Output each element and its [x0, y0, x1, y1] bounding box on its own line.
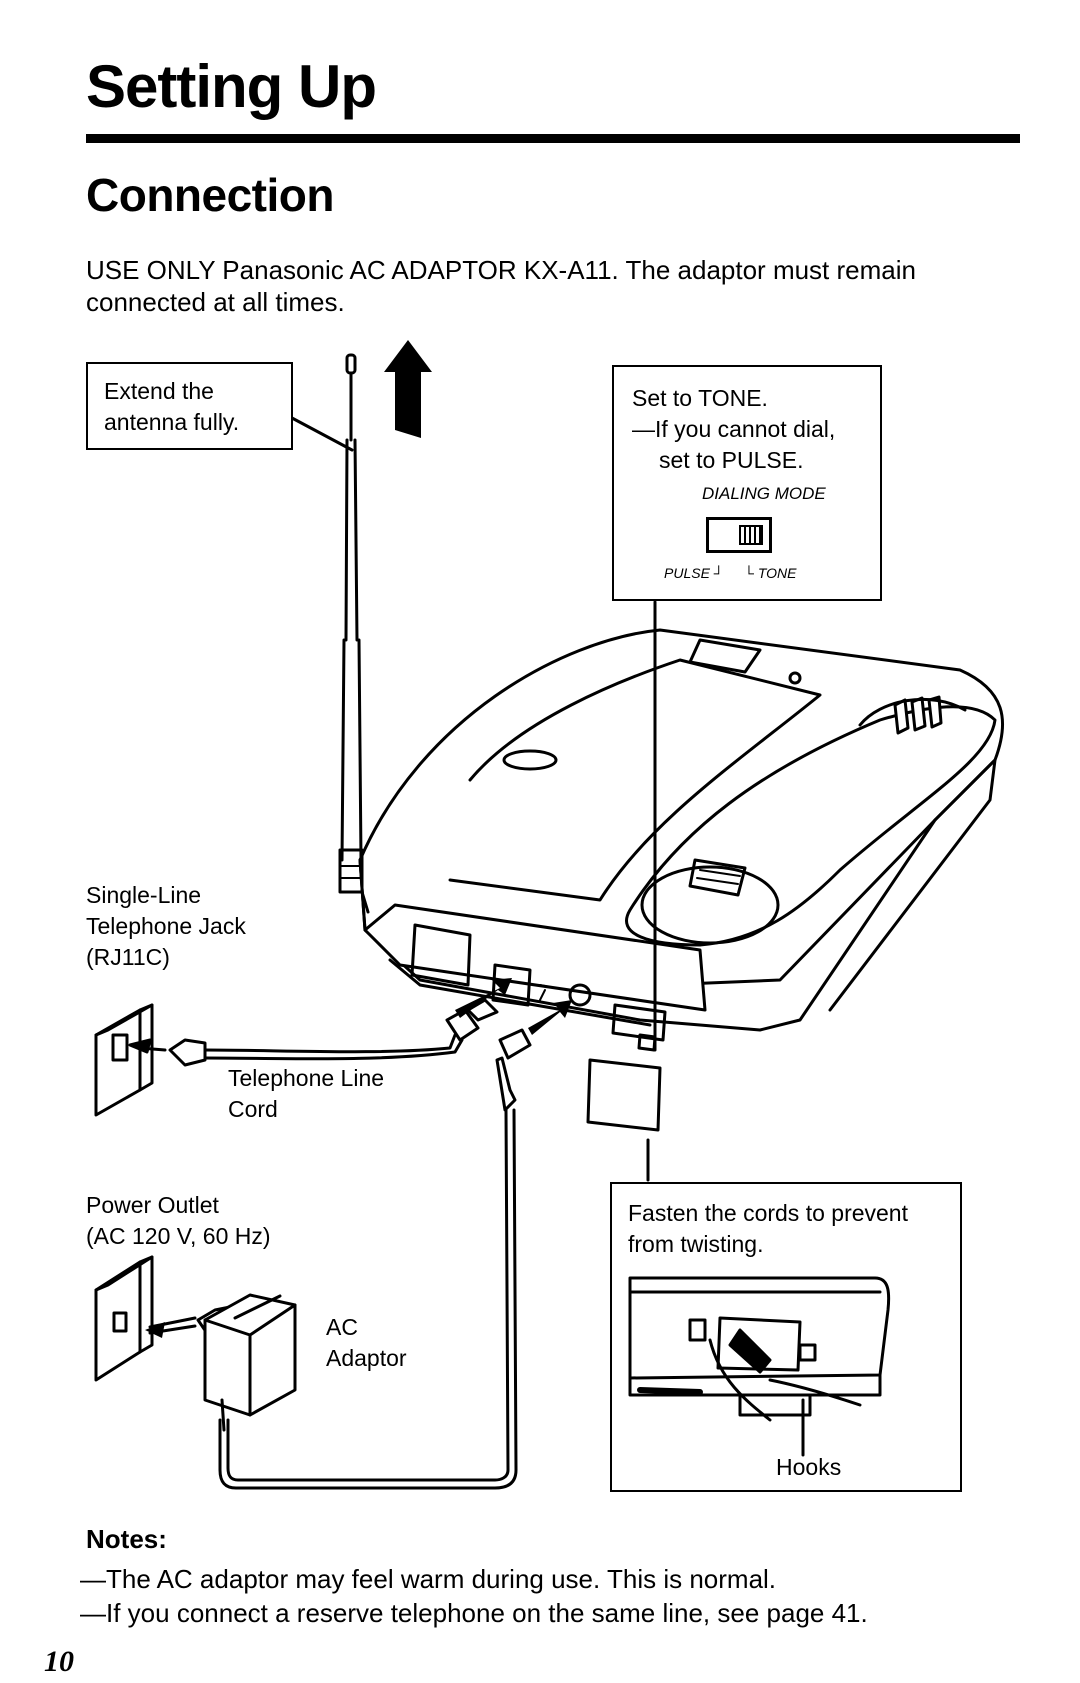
hooks-label: Hooks	[776, 1454, 842, 1480]
title-rule	[86, 134, 1020, 143]
dialing-callout-line2: —If you cannot dial,	[632, 416, 836, 442]
power-arrow-icon	[528, 1000, 572, 1035]
pulse-label: PULSE ┘	[664, 565, 724, 581]
dialing-mode-switch[interactable]	[706, 517, 772, 553]
switch-knob	[739, 525, 763, 545]
outlet-label-line2: (AC 120 V, 60 Hz)	[86, 1223, 271, 1249]
adaptor-label-line1: AC	[326, 1314, 358, 1340]
cord-label: Telephone Line Cord	[228, 1063, 384, 1125]
fasten-cords-callout: Fasten the cords to prevent from twistin…	[610, 1182, 962, 1492]
power-outlet-icon	[94, 1255, 154, 1382]
adaptor-label-line2: Adaptor	[326, 1345, 407, 1371]
cord-label-line2: Cord	[228, 1096, 278, 1122]
antenna-callout-line2: antenna fully.	[104, 409, 240, 435]
dialing-callout-line3: set to PULSE.	[659, 447, 804, 473]
jack-label-line1: Single-Line	[86, 882, 202, 908]
arrow-up-icon	[384, 340, 432, 438]
dialing-callout-line1: Set to TONE.	[632, 385, 768, 411]
antenna-callout-line1: Extend the	[104, 378, 214, 404]
telephone-line-cord-icon	[128, 978, 512, 1067]
antenna-icon	[338, 353, 370, 914]
page-number: 10	[44, 1645, 74, 1678]
tone-label: └ TONE	[744, 565, 797, 581]
cord-label-line1: Telephone Line	[228, 1065, 385, 1091]
base-unit-icon	[358, 628, 1005, 1132]
note-item: —If you connect a reserve telephone on t…	[80, 1598, 868, 1628]
cord-hooks-detail-icon	[628, 1276, 891, 1457]
dialing-mode-title: DIALING MODE	[702, 484, 826, 503]
notes-list: —The AC adaptor may feel warm during use…	[80, 1562, 868, 1630]
jack-label-line3: (RJ11C)	[86, 944, 170, 970]
adaptor-label: AC Adaptor	[326, 1312, 407, 1374]
page-title: Setting Up	[86, 53, 377, 120]
outlet-label: Power Outlet (AC 120 V, 60 Hz)	[86, 1190, 271, 1252]
power-plug-icon	[218, 1028, 532, 1490]
wall-jack-icon	[94, 1003, 154, 1117]
fasten-callout-line2: from twisting.	[628, 1231, 764, 1257]
intro-text: USE ONLY Panasonic AC ADAPTOR KX-A11. Th…	[86, 255, 916, 317]
antenna-leader-line	[290, 416, 354, 452]
jack-label: Single-Line Telephone Jack (RJ11C)	[86, 880, 246, 973]
section-title: Connection	[86, 169, 334, 221]
note-item: —The AC adaptor may feel warm during use…	[80, 1564, 777, 1594]
fasten-callout-line1: Fasten the cords to prevent	[628, 1200, 908, 1226]
outlet-label-line1: Power Outlet	[86, 1192, 219, 1218]
ac-adaptor-icon	[145, 1293, 297, 1432]
jack-label-line2: Telephone Jack	[86, 913, 246, 939]
dialing-mode-callout: Set to TONE. —If you cannot dial, set to…	[612, 365, 882, 601]
notes-title: Notes:	[86, 1524, 167, 1554]
antenna-callout: Extend the antenna fully.	[86, 362, 293, 450]
